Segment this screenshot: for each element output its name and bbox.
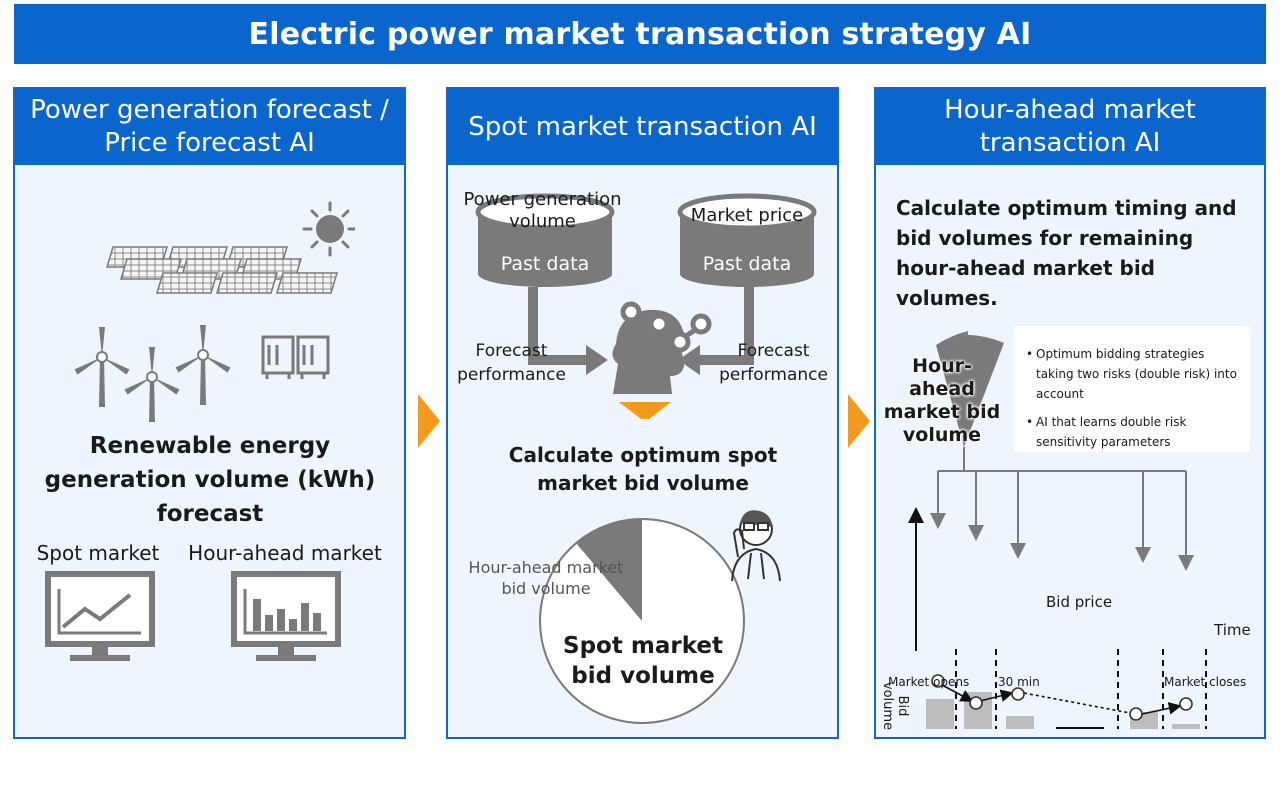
db-generation-label: Power generation volume: [463, 189, 622, 232]
ai-head-icon: [612, 301, 712, 394]
battery-storage-icon: [261, 335, 330, 379]
hour-ahead-calc-text: Calculate optimum timing and bid volumes…: [896, 196, 1237, 310]
flow-arrow-2: [848, 394, 870, 448]
pie-hour-ahead-label: Hour-ahead market bid volume: [468, 558, 624, 598]
spot-market-label: Spot market: [36, 541, 160, 565]
price-point-1: [931, 674, 945, 688]
price-point-3: [1011, 687, 1025, 701]
panel-forecast-title: Power generation forecast / Price foreca…: [30, 95, 389, 158]
market-closes-label: Market closes: [1164, 675, 1247, 689]
wind-turbines-icon: [74, 325, 330, 422]
interval-label: 30 min: [998, 675, 1040, 689]
generation-forecast-text: Renewable energy generation volume (kWh)…: [44, 433, 376, 527]
panel-spot-title: Spot market transaction AI: [468, 111, 817, 142]
price-point-2: [969, 696, 983, 710]
sun-icon: [302, 201, 355, 257]
db-price-sub: Past data: [702, 253, 792, 275]
left-flow-arrow: [528, 287, 608, 375]
spot-pie-chart: [539, 510, 781, 724]
panel-forecast-header: Power generation forecast / Price foreca…: [15, 89, 404, 165]
x-axis-label: Time: [1214, 621, 1251, 639]
hour-ahead-pie-label: Hour-ahead market bid volume: [883, 355, 1001, 446]
panel-hour-ahead-header: Hour-ahead market transaction AI: [876, 89, 1264, 165]
price-point-5: [1179, 697, 1193, 711]
pie-slice-hour-ahead: [576, 518, 642, 621]
db-price-label: Market price: [690, 205, 804, 226]
hour-ahead-market-label: Hour-ahead market: [188, 541, 382, 565]
panel-hour-ahead-title: Hour-ahead market transaction AI: [944, 95, 1196, 158]
right-flow-arrow: [678, 287, 754, 375]
spot-market-monitor-icon: [45, 571, 155, 661]
panel-forecast-ai: Power generation forecast / Price foreca…: [13, 87, 406, 739]
database-icon-price: [677, 193, 817, 287]
down-arrow: [619, 402, 671, 419]
bid-bar-3: [1006, 716, 1034, 729]
left-flow-label: Forecast performance: [457, 341, 566, 385]
feature-bullet-2: •AI that learns double risk sensitivity …: [1026, 415, 1187, 449]
panel-spot-ai: Spot market transaction AI: [446, 87, 839, 739]
features-box: •Optimum bidding strategies taking two r…: [1014, 326, 1250, 452]
person-thinking-icon: [731, 510, 781, 582]
spot-calc-text: Calculate optimum spot market bid volume: [508, 443, 778, 495]
panel-spot-header: Spot market transaction AI: [448, 89, 837, 165]
database-icon-generation: [475, 193, 615, 287]
market-opens-label: Market opens: [888, 675, 970, 689]
solar-farm-icon: [105, 201, 355, 294]
hour-ahead-pie-fragment: [936, 331, 1004, 449]
bid-timing-chart: [908, 449, 1207, 729]
bid-bar-1: [926, 699, 954, 729]
price-point-4: [1129, 707, 1143, 721]
bid-bar-5: [1172, 724, 1200, 729]
solar-panel-row-front: [155, 272, 339, 294]
panel-hour-ahead-ai: Hour-ahead market transaction AI Calcula…: [874, 87, 1266, 739]
pie-spot-label: Spot market bid volume: [563, 633, 723, 689]
db-generation-sub: Past data: [500, 253, 590, 275]
right-flow-label: Forecast performance: [719, 341, 828, 385]
feature-bullet-1: •Optimum bidding strategies taking two r…: [1026, 347, 1237, 401]
hour-ahead-monitor-icon: [231, 571, 341, 661]
spot-flow-diagram: [475, 193, 817, 419]
flow-arrow-1: [418, 394, 440, 448]
bid-price-label: Bid price: [1046, 593, 1113, 611]
main-title: Electric power market transaction strate…: [14, 4, 1266, 64]
